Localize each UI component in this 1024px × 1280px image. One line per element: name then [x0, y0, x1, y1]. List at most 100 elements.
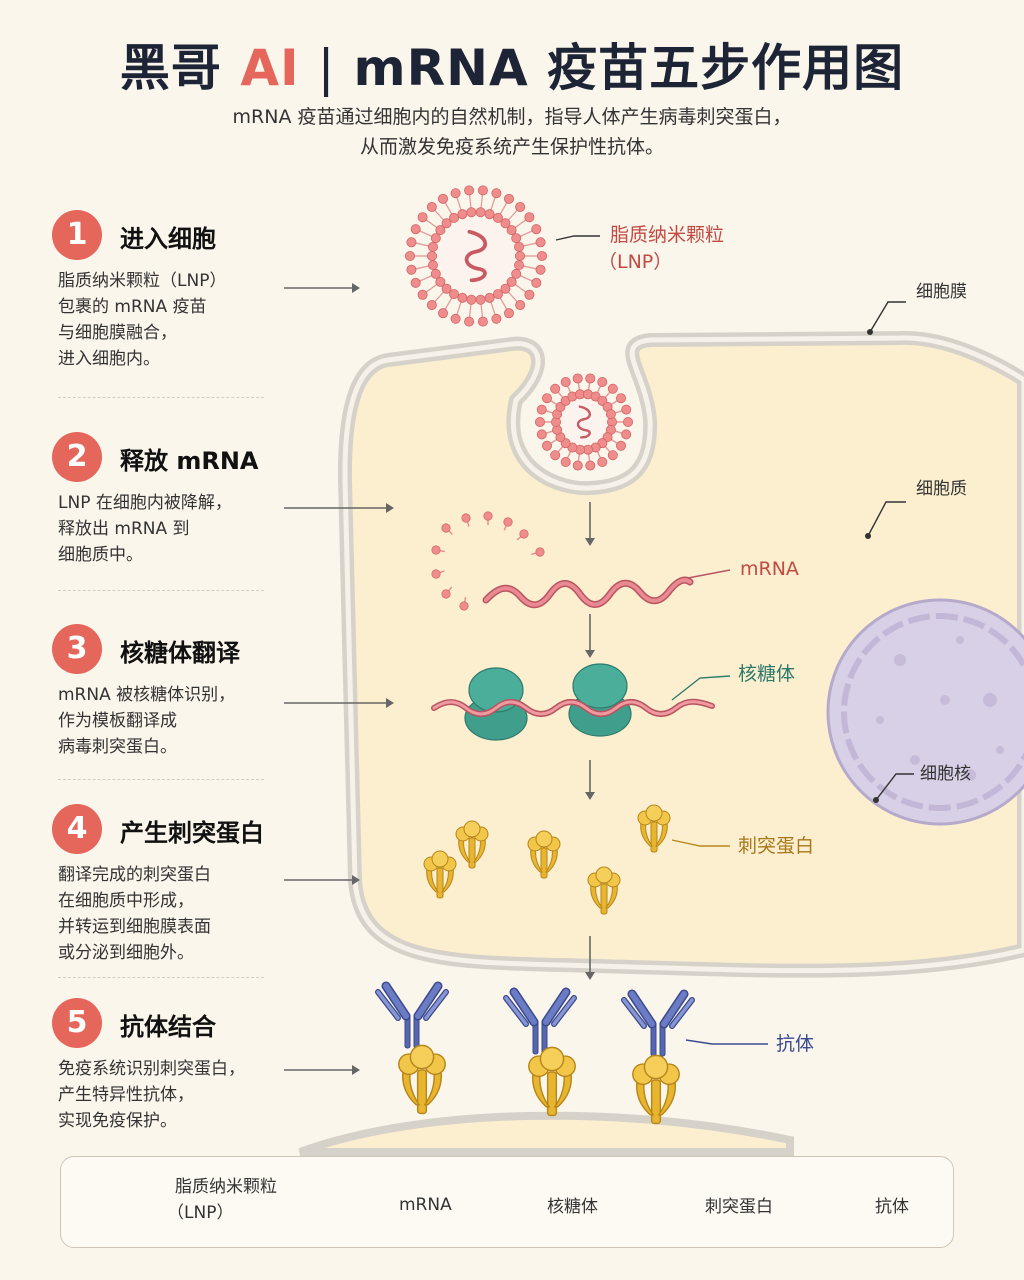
- step-number: 1: [52, 210, 102, 260]
- lipid-head: [406, 264, 417, 275]
- step-desc-line: LNP 在细胞内被降解，: [58, 493, 232, 513]
- step-number: 5: [52, 998, 102, 1048]
- lnp-fusing: [535, 373, 634, 471]
- lipid-head: [597, 376, 608, 387]
- lipid-head: [623, 417, 634, 427]
- lipid-head: [524, 212, 535, 223]
- step-desc-line: 脂质纳米颗粒（LNP）: [58, 271, 227, 291]
- lipid-head: [503, 308, 514, 319]
- lipid-head: [410, 224, 421, 235]
- step-title: 核糖体翻译: [120, 639, 240, 667]
- lipid-head: [515, 201, 526, 212]
- step-description: 脂质纳米颗粒（LNP） 包裹的 mRNA 疫苗 与细胞膜融合， 进入细胞内。: [58, 268, 288, 372]
- lipid-head: [417, 289, 428, 300]
- lipid-head: [621, 404, 632, 415]
- lipid-head: [506, 276, 517, 287]
- lipid-head: [597, 457, 608, 468]
- lipid-head: [511, 233, 522, 244]
- lipid-head: [607, 383, 618, 394]
- label-spike: 刺突蛋白: [738, 835, 814, 857]
- step-number: 3: [52, 624, 102, 674]
- label-lnp-line2: （LNP）: [598, 251, 672, 273]
- lipid-head: [492, 212, 503, 223]
- step-desc-line: 翻译完成的刺突蛋白: [58, 865, 211, 885]
- step-desc-line: 或分泌到细胞外。: [58, 943, 194, 963]
- legend-lnp-label-1: 脂质纳米颗粒: [175, 1177, 277, 1197]
- lipid-head: [430, 268, 441, 279]
- lipid-head: [477, 185, 488, 196]
- step-desc-line: 并转运到细胞膜表面: [58, 917, 211, 937]
- step-desc-line: 释放出 mRNA 到: [58, 519, 190, 539]
- brand-ai: AI: [240, 39, 300, 97]
- lipid-head: [560, 457, 571, 468]
- brand-name: 黑哥: [119, 39, 222, 97]
- spike-bound-1: [398, 1044, 446, 1115]
- lipid-head: [464, 185, 475, 196]
- lipid-head: [417, 212, 428, 223]
- subtitle-line-2: 从而激发免疫系统产生保护性抗体。: [359, 136, 664, 158]
- title-text: mRNA 疫苗五步作用图: [353, 39, 905, 97]
- step-desc-line: 作为模板翻译成: [58, 711, 177, 731]
- lipid-head: [450, 313, 461, 324]
- lipid-head: [535, 264, 546, 275]
- lipid-head: [492, 289, 503, 300]
- lipid-head: [572, 460, 583, 471]
- label-nucleus: 细胞核: [920, 764, 971, 784]
- step-desc-line: 在细胞质中形成，: [58, 891, 194, 911]
- ribosome-2: [568, 663, 632, 737]
- lipid-head: [535, 417, 546, 427]
- step-desc-line: 细胞质中。: [58, 545, 143, 565]
- lipid-head: [464, 316, 475, 327]
- lipid-head: [515, 300, 526, 311]
- lipid-head: [430, 233, 441, 244]
- step-desc-line: 与细胞膜融合，: [58, 323, 177, 343]
- lipid-head: [484, 209, 495, 220]
- lipid-head: [426, 300, 437, 311]
- label-ribosome: 核糖体: [738, 663, 795, 685]
- antibody-2: [506, 992, 574, 1054]
- lipid-head: [550, 450, 561, 461]
- step-desc-line: mRNA 被核糖体识别，: [58, 685, 236, 705]
- label-lnp-line1: 脂质纳米颗粒: [610, 224, 724, 246]
- antibody-1: [378, 986, 446, 1048]
- lipid-head: [585, 373, 596, 384]
- lipid-head: [410, 277, 421, 288]
- lipid-head: [514, 260, 525, 271]
- lnp-core: [562, 400, 606, 444]
- step-title: 进入细胞: [120, 225, 216, 253]
- lipid-head: [438, 308, 449, 319]
- lipid-head: [427, 241, 438, 252]
- lipid-head: [506, 225, 517, 236]
- lipid-head: [427, 260, 438, 271]
- lipid-head: [607, 450, 618, 461]
- lipid-head: [531, 224, 542, 235]
- lipid-head: [535, 237, 546, 248]
- lipid-head: [524, 289, 535, 300]
- step-number: 4: [52, 804, 102, 854]
- lipid-head: [457, 292, 468, 303]
- legend: 脂质纳米颗粒 （LNP） mRNA 核糖体 刺突蛋白 抗体: [60, 1156, 954, 1248]
- lipid-head: [536, 404, 547, 415]
- title-separator: |: [317, 39, 336, 97]
- page-title: 黑哥 AI | mRNA 疫苗五步作用图: [0, 28, 1024, 100]
- lipid-head: [585, 460, 596, 471]
- lipid-head: [435, 276, 446, 287]
- lipid-head: [531, 277, 542, 288]
- lipid-head: [405, 251, 416, 261]
- bottom-membrane: [298, 1111, 794, 1156]
- lnp-outside: [405, 185, 548, 327]
- lipid-head: [491, 188, 502, 199]
- lipid-head: [441, 283, 452, 294]
- label-mrna: mRNA: [740, 558, 799, 580]
- step-title: 产生刺突蛋白: [120, 819, 264, 847]
- legend-mrna-label: mRNA: [399, 1195, 452, 1215]
- lipid-head: [427, 251, 438, 261]
- step-title: 抗体结合: [120, 1013, 216, 1041]
- lipid-head: [550, 383, 561, 394]
- lipid-head: [435, 225, 446, 236]
- step-description: mRNA 被核糖体识别， 作为模板翻译成 病毒刺突蛋白。: [58, 682, 288, 760]
- lnp-mrna: [576, 405, 591, 439]
- lipid-head: [541, 393, 552, 404]
- label-cytoplasm: 细胞质: [916, 479, 967, 499]
